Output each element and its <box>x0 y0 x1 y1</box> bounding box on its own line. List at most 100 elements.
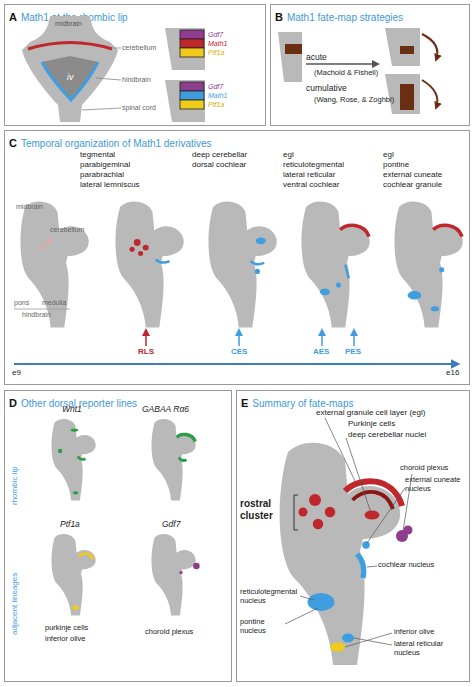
rhombic-lip-streak <box>156 260 170 263</box>
region-label: medulla <box>42 299 67 307</box>
fate-map-illustration <box>278 28 437 114</box>
derivative-spot <box>138 251 143 256</box>
panel-letter: A <box>9 11 17 23</box>
region-label: parabrachial <box>80 170 124 179</box>
lip-wedge <box>385 28 420 66</box>
brain-silhouette <box>20 201 88 327</box>
panel-letter: B <box>275 11 283 23</box>
leader-line <box>367 488 405 543</box>
labelled-domain <box>285 44 302 54</box>
region-label: hindbrain <box>22 311 51 319</box>
lip-wedge <box>385 74 420 114</box>
region-label: Math1 <box>208 92 227 100</box>
panel-title: Temporal organization of Math1 derivativ… <box>21 138 212 149</box>
labelled-cells <box>400 84 414 110</box>
leader-line <box>285 608 318 624</box>
region-label: e9 <box>12 368 21 377</box>
leader-line <box>346 438 371 513</box>
region-label: spinal cord <box>122 104 156 112</box>
region-label: reticulotegmental nucleus <box>240 588 312 605</box>
deep-nuclei <box>365 511 380 520</box>
stream-arrow <box>321 330 323 346</box>
brain-e9 <box>20 201 88 327</box>
region-label: choroid plexus <box>400 464 448 473</box>
region-label: Math1 <box>208 40 227 48</box>
region-label: Gdf7 <box>208 31 223 39</box>
math1-band <box>180 39 204 48</box>
brain-stage <box>301 201 369 327</box>
region-label: Ptf1a <box>60 520 80 530</box>
stream-arrow <box>353 330 355 346</box>
lip-wedge <box>165 28 205 70</box>
derivative-spot <box>134 239 141 246</box>
region-label: choroid plexus <box>145 628 193 637</box>
derivative-spot <box>130 247 135 252</box>
ptf1a-band <box>180 48 204 57</box>
reporter-domain <box>58 449 62 453</box>
brain-stage <box>115 201 183 327</box>
brain-outline <box>22 16 118 122</box>
leader-line <box>300 596 314 600</box>
brain-silhouette <box>52 534 96 616</box>
region-label: pontine <box>383 160 409 169</box>
brain-silhouette <box>208 201 276 327</box>
region-label: reticulotegmental <box>283 160 344 169</box>
gdf7-band <box>180 30 204 39</box>
derivative-spot <box>439 267 444 272</box>
region-label: Ptf1a <box>208 49 224 57</box>
region-label: rhombic lip <box>10 466 19 505</box>
region-label: iv <box>67 72 74 82</box>
derivative-spot <box>408 291 422 300</box>
leader-line <box>82 108 121 110</box>
inferior-olive <box>330 643 345 652</box>
region-label: CES <box>231 347 247 356</box>
egl-arc <box>433 225 462 236</box>
brain-silhouette <box>394 201 462 327</box>
region-label: pontine nucleus <box>240 618 290 635</box>
derivative-spot <box>256 237 266 244</box>
derivative-spot <box>143 245 149 251</box>
brain-ptf1a <box>52 534 96 616</box>
fourth-ventricle <box>42 56 98 100</box>
lineage-domain <box>72 606 79 610</box>
panel-header: CTemporal organization of Math1 derivati… <box>9 133 212 151</box>
lineage-domain <box>79 554 93 560</box>
ptf1a-band <box>180 100 204 109</box>
brain-silhouette <box>115 201 183 327</box>
region-bracket <box>14 309 70 310</box>
brain-e16 <box>394 201 462 327</box>
migration-arrow <box>422 34 437 60</box>
region-label: lateral reticular nucleus <box>394 640 464 657</box>
lateral-reticular-nucleus <box>342 634 354 643</box>
region-label: e16 <box>446 368 459 377</box>
region-label: parabigeminal <box>80 160 130 169</box>
region-label: cumulative <box>306 84 347 94</box>
derivative-spot <box>255 269 260 274</box>
panel-letter: E <box>241 397 248 409</box>
migration-arrow <box>422 80 437 108</box>
lip-wedge <box>278 32 302 82</box>
brain-silhouette <box>52 419 96 501</box>
purkinje-arc <box>353 492 394 509</box>
region-label: acute <box>306 53 327 63</box>
region-label: dorsal cochlear <box>192 160 246 169</box>
region-label: inferior olive <box>394 628 434 637</box>
region-label: egl <box>383 150 394 159</box>
reporter-domain <box>179 458 187 461</box>
region-label: (Wang, Rose, & Zoghbi) <box>314 96 394 105</box>
leader-line <box>96 78 121 80</box>
cluster-bracket <box>294 495 298 530</box>
region-label: pons <box>14 299 29 307</box>
reporter-domain <box>177 434 196 441</box>
derivative-spot <box>41 245 45 249</box>
cuneate-nucleus <box>362 541 370 549</box>
region-label: midbrain <box>55 20 82 28</box>
region-label: Wnt1 <box>62 405 82 415</box>
leader-line <box>367 566 377 567</box>
rostral-nucleus <box>299 508 308 517</box>
reporter-domain <box>71 428 79 431</box>
lineage-domain <box>179 571 182 574</box>
strategy-arrow <box>306 63 378 65</box>
